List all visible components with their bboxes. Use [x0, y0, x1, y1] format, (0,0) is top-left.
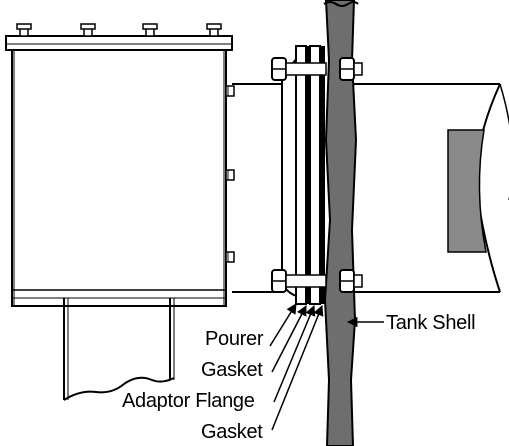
adaptor-flange: [309, 45, 321, 305]
lid-bolt-2: [80, 23, 96, 37]
leader-gasket-top: [271, 305, 307, 373]
label-pourer: Pourer: [205, 328, 264, 350]
tank-shell: [323, 0, 359, 446]
tank-nozzle-pipe: [354, 83, 509, 293]
connecting-pipe: [232, 83, 282, 293]
side-bolt-1: [225, 85, 235, 97]
side-bolt-3: [225, 251, 235, 263]
pourer-box: [5, 23, 235, 307]
gasket-first: [306, 46, 310, 304]
flange-bolt-top: [271, 57, 363, 81]
label-adaptor-flange: Adaptor Flange: [122, 390, 255, 412]
lid-bolt-3: [142, 23, 158, 37]
label-gasket-bottom: Gasket: [201, 421, 263, 443]
leader-gasket-bottom: [271, 305, 324, 431]
gasket-second: [320, 46, 325, 304]
lid-bolt-4: [206, 23, 222, 37]
pourer-outlet-leg: [63, 298, 175, 401]
lid-bolt-1: [16, 23, 32, 37]
side-bolt-2: [225, 169, 235, 181]
leader-lines: [269, 303, 384, 431]
leader-adaptor-flange: [273, 305, 316, 403]
leader-pourer: [269, 303, 297, 347]
flange-bolt-bottom: [271, 269, 363, 293]
flange-stack: [271, 45, 363, 305]
label-tank-shell: Tank Shell: [386, 312, 475, 334]
label-gasket-top: Gasket: [201, 359, 263, 381]
